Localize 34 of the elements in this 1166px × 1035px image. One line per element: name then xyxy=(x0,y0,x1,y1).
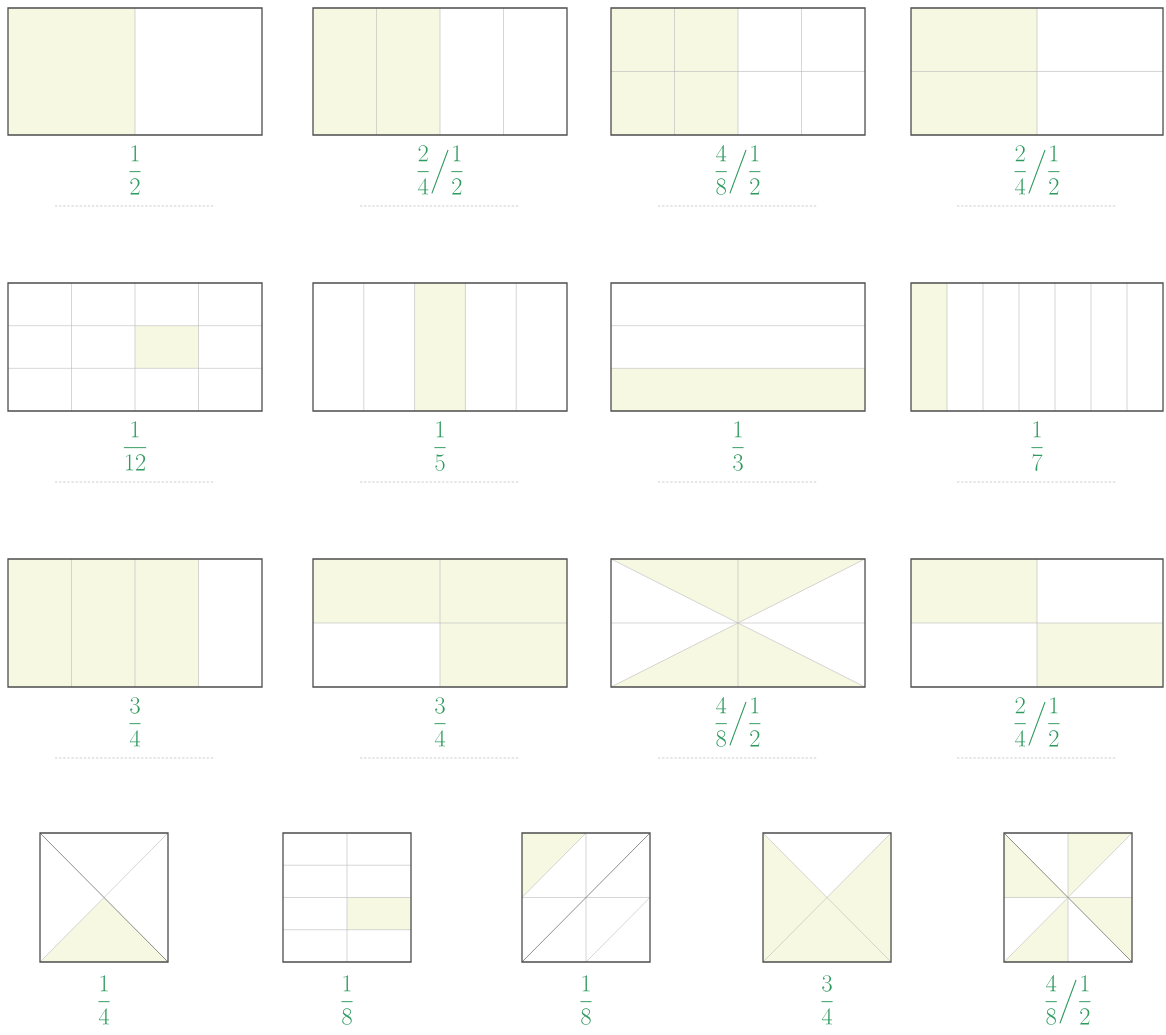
shaded-figure xyxy=(1003,832,1133,963)
shaded-figure xyxy=(7,558,263,688)
fraction-label: $\frac{4}{8}\Big/\frac{1}{2}$ xyxy=(715,145,761,195)
fraction-label: $\frac{3}{4}$ xyxy=(129,697,141,747)
fraction-label: $\frac{3}{4}$ xyxy=(821,975,833,1025)
fraction-label: $\frac{1}{12}$ xyxy=(123,421,147,471)
fraction-label: $\frac{1}{3}$ xyxy=(732,421,744,471)
shaded-figure xyxy=(910,282,1164,412)
fraction-label: $\frac{3}{4}$ xyxy=(434,697,446,747)
fraction-label: $\frac{4}{8}\Big/\frac{1}{2}$ xyxy=(715,697,761,747)
shaded-figure xyxy=(7,7,263,136)
shaded-figure xyxy=(312,282,568,412)
shaded-figure xyxy=(7,282,263,412)
fraction-label: $\frac{4}{8}\Big/\frac{1}{2}$ xyxy=(1045,975,1091,1025)
fraction-label: $\frac{1}{5}$ xyxy=(434,421,446,471)
fraction-label: $\frac{1}{4}$ xyxy=(98,975,110,1025)
shaded-figure xyxy=(910,558,1164,688)
fraction-label: $\frac{1}{8}$ xyxy=(341,975,353,1025)
fraction-label: $\frac{1}{2}$ xyxy=(129,145,141,195)
shaded-figure xyxy=(312,7,568,136)
shaded-figure xyxy=(610,282,866,412)
fraction-label: $\frac{2}{4}\Big/\frac{1}{2}$ xyxy=(1014,145,1060,195)
shaded-figure xyxy=(282,832,412,963)
fraction-label: $\frac{2}{4}\Big/\frac{1}{2}$ xyxy=(1014,697,1060,747)
shaded-figure xyxy=(39,832,169,963)
fraction-label: $\frac{2}{4}\Big/\frac{1}{2}$ xyxy=(417,145,463,195)
fraction-label: $\frac{1}{8}$ xyxy=(580,975,592,1025)
shaded-figure xyxy=(521,832,651,963)
shaded-figure xyxy=(910,7,1164,136)
shaded-figure xyxy=(762,832,892,963)
fraction-label: $\frac{1}{7}$ xyxy=(1031,421,1043,471)
shaded-figure xyxy=(610,7,866,136)
shaded-figure xyxy=(610,558,866,688)
shaded-figure xyxy=(312,558,568,688)
